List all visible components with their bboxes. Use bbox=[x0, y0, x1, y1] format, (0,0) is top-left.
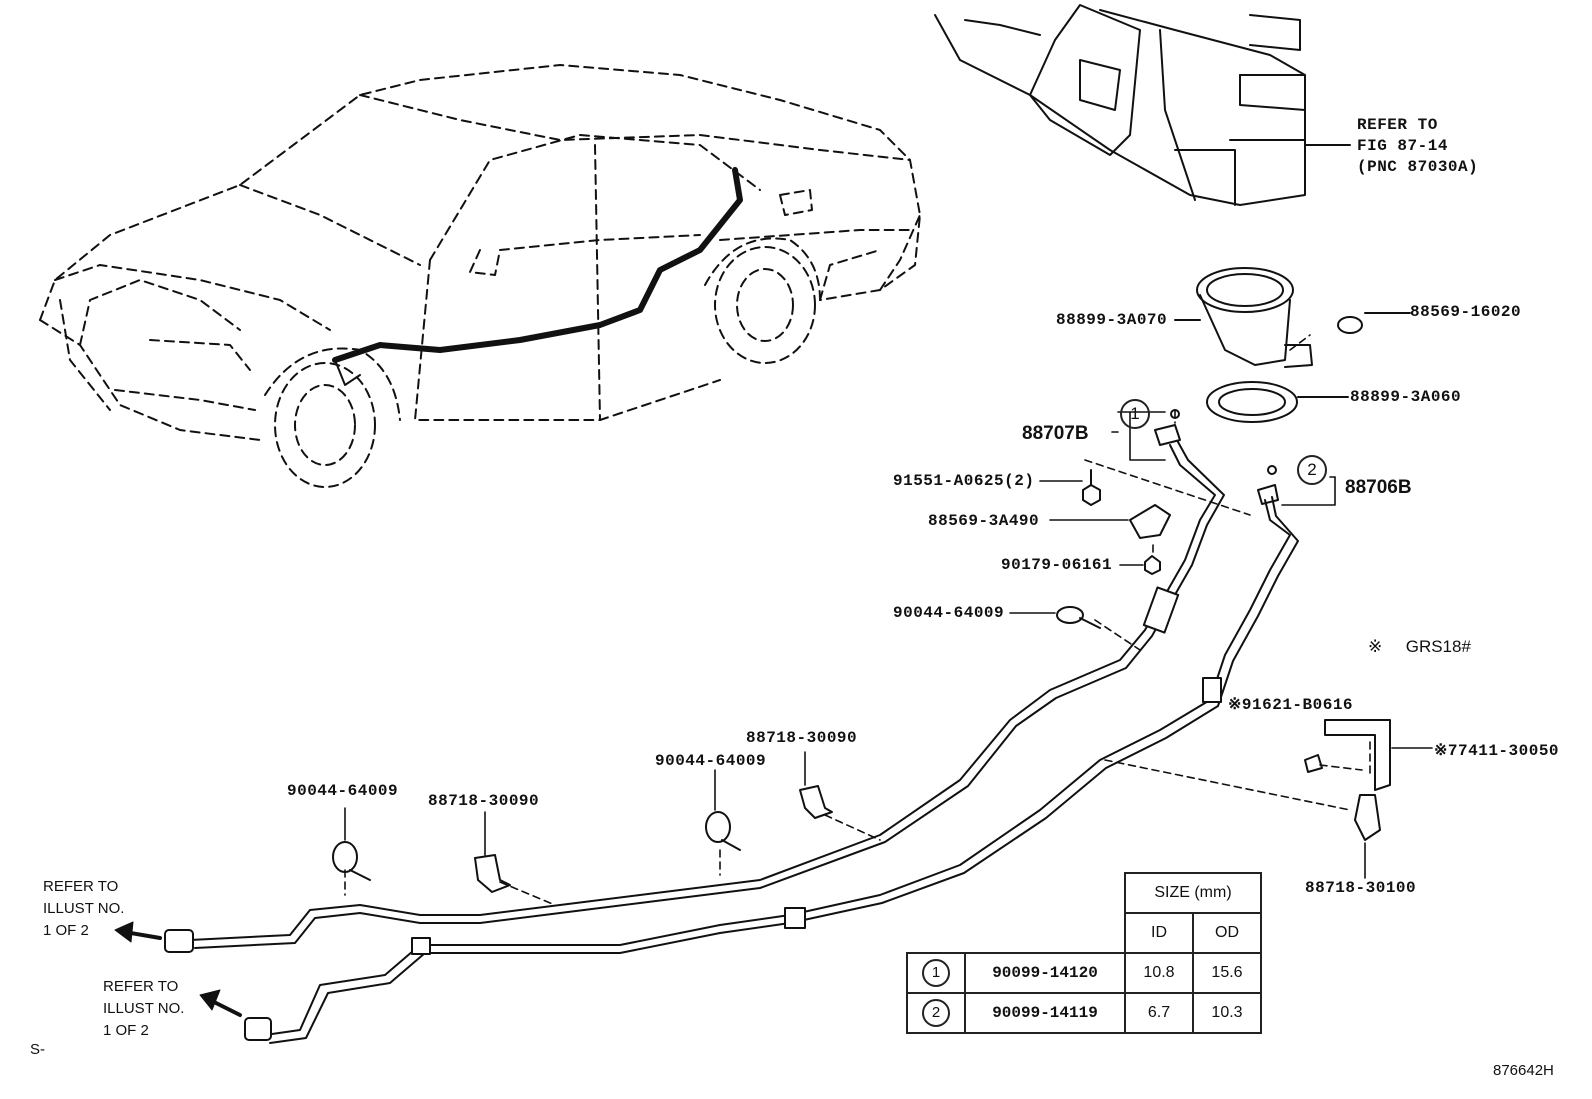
note-mark-2: ※ bbox=[1434, 742, 1448, 760]
model-note: ※ GRS18# bbox=[1368, 637, 1471, 657]
row-number-circle: 1 bbox=[922, 959, 950, 987]
assembly-number-1: 1 bbox=[1130, 404, 1140, 423]
refer-illust-1-line1: REFER TO bbox=[43, 878, 119, 895]
car-fuel-line bbox=[332, 167, 743, 363]
size-table-col-od: OD bbox=[1192, 912, 1262, 954]
refer-fig-line1: REFER TO bbox=[1357, 116, 1438, 134]
assembly-circle-1: 1 bbox=[1120, 399, 1150, 429]
refer-illust-2-line3: 1 OF 2 bbox=[103, 1022, 149, 1039]
assembly-label-88706b[interactable]: 88706B bbox=[1345, 477, 1412, 498]
size-table-subheader-row: ID OD bbox=[907, 912, 1262, 954]
refer-illust-2-line2: ILLUST NO. bbox=[103, 1000, 185, 1017]
dashed-leaders bbox=[344, 334, 1371, 906]
part-label-88899-3a070[interactable]: 88899-3A070 bbox=[1056, 311, 1168, 329]
size-table-part[interactable]: 90099-14120 bbox=[964, 952, 1126, 994]
part-label-91621-b0616[interactable]: ※91621-B0616 bbox=[1228, 694, 1353, 714]
part-label-77411-30050-text: 77411-30050 bbox=[1447, 742, 1560, 760]
size-table-od: 10.3 bbox=[1192, 992, 1262, 1034]
size-table: SIZE (mm) ID OD 1 90099-14120 10.8 15.6 … bbox=[906, 872, 1262, 1034]
size-table-row-no: 2 bbox=[906, 992, 966, 1034]
refer-illust-2-line1: REFER TO bbox=[103, 978, 179, 995]
size-table-header: SIZE (mm) bbox=[1124, 872, 1262, 914]
size-table-header-row: SIZE (mm) bbox=[907, 872, 1262, 914]
model-note-text: GRS18# bbox=[1405, 637, 1471, 656]
part-label-88718-30090-b[interactable]: 88718-30090 bbox=[746, 729, 858, 747]
refer-illust-1[interactable]: REFER TO ILLUST NO. 1 OF 2 bbox=[43, 876, 124, 942]
size-table-id: 10.8 bbox=[1124, 952, 1194, 994]
part-label-88569-3a490[interactable]: 88569-3A490 bbox=[928, 512, 1040, 530]
refer-arrows bbox=[114, 921, 242, 1017]
refer-illust-1-line2: ILLUST NO. bbox=[43, 900, 125, 917]
corner-code-left: S- bbox=[30, 1041, 45, 1058]
pipe-lines bbox=[189, 441, 1299, 1044]
refer-illust-1-line3: 1 OF 2 bbox=[43, 922, 89, 939]
refer-fig-line3: (PNC 87030A) bbox=[1357, 158, 1479, 176]
part-label-88718-30090-a[interactable]: 88718-30090 bbox=[428, 792, 540, 810]
part-label-91551-a0625[interactable]: 91551-A0625(2) bbox=[893, 472, 1035, 490]
size-table-id: 6.7 bbox=[1124, 992, 1194, 1034]
refer-fig-label: REFER TO FIG 87-14 (PNC 87030A) bbox=[1357, 115, 1478, 178]
note-mark-1: ※ bbox=[1228, 696, 1242, 714]
size-table-part[interactable]: 90099-14119 bbox=[964, 992, 1126, 1034]
part-label-91621-b0616-text: 91621-B0616 bbox=[1241, 696, 1354, 714]
part-label-88899-3a060[interactable]: 88899-3A060 bbox=[1350, 388, 1462, 406]
fuel-tank-illustration bbox=[934, 4, 1351, 206]
refer-fig-line2: FIG 87-14 bbox=[1357, 137, 1448, 155]
size-table-col-id: ID bbox=[1124, 912, 1194, 954]
filler-parts bbox=[1174, 267, 1411, 423]
refer-illust-2[interactable]: REFER TO ILLUST NO. 1 OF 2 bbox=[103, 976, 184, 1042]
part-label-77411-30050[interactable]: ※77411-30050 bbox=[1434, 740, 1559, 760]
assembly-number-2: 2 bbox=[1307, 460, 1317, 479]
pipe-fittings bbox=[164, 586, 1222, 1041]
part-label-90179-06161[interactable]: 90179-06161 bbox=[1001, 556, 1113, 574]
size-table-row: 2 90099-14119 6.7 10.3 bbox=[906, 992, 1262, 1034]
size-table-row: 1 90099-14120 10.8 15.6 bbox=[906, 952, 1262, 994]
car-illustration bbox=[39, 64, 921, 441]
part-label-88569-16020[interactable]: 88569-16020 bbox=[1410, 303, 1522, 321]
size-table-od: 15.6 bbox=[1192, 952, 1262, 994]
illustration-code: 876642H bbox=[1493, 1062, 1554, 1079]
assembly-circle-2: 2 bbox=[1297, 455, 1327, 485]
model-note-mark: ※ bbox=[1368, 637, 1383, 656]
part-label-90044-64009-a[interactable]: 90044-64009 bbox=[893, 604, 1005, 622]
part-label-90044-64009-b[interactable]: 90044-64009 bbox=[287, 782, 399, 800]
small-parts bbox=[332, 409, 1391, 893]
size-table-row-no: 1 bbox=[906, 952, 966, 994]
part-label-88718-30100[interactable]: 88718-30100 bbox=[1305, 879, 1417, 897]
part-label-90044-64009-c[interactable]: 90044-64009 bbox=[655, 752, 767, 770]
assembly-label-88707b[interactable]: 88707B bbox=[1022, 423, 1089, 444]
car-wheels bbox=[264, 237, 821, 488]
row-number-circle: 2 bbox=[922, 999, 950, 1027]
